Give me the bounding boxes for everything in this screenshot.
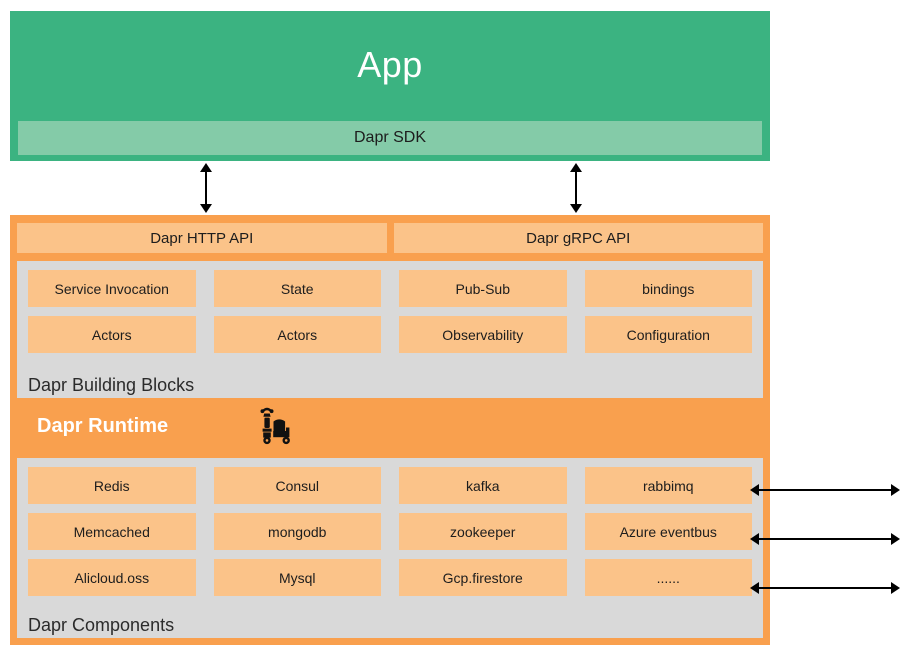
component-cell[interactable]: Redis bbox=[28, 467, 196, 504]
component-cell[interactable]: ...... bbox=[584, 559, 752, 596]
components-row: Alicloud.oss Mysql Gcp.firestore ...... bbox=[28, 559, 752, 596]
arrow-head-up-icon bbox=[200, 163, 212, 172]
component-cell[interactable]: rabbimq bbox=[584, 467, 752, 504]
component-cell[interactable]: Consul bbox=[213, 467, 381, 504]
component-cell[interactable]: Alicloud.oss bbox=[28, 559, 196, 596]
components-external-arrow-1 bbox=[750, 482, 900, 498]
building-block-cell[interactable]: Service Invocation bbox=[28, 270, 196, 307]
component-cell[interactable]: Gcp.firestore bbox=[399, 559, 567, 596]
building-block-cell[interactable]: Configuration bbox=[584, 316, 752, 353]
dapr-http-api-bar[interactable]: Dapr HTTP API bbox=[17, 223, 387, 253]
components-caption: Dapr Components bbox=[28, 615, 175, 635]
dapr-runtime-label: Dapr Runtime bbox=[37, 414, 169, 437]
app-to-http-api-arrow bbox=[198, 163, 214, 213]
arrow-shaft bbox=[758, 587, 892, 589]
app-to-grpc-api-arrow bbox=[568, 163, 584, 213]
arrow-head-up-icon bbox=[570, 163, 582, 172]
components-row: Redis Consul kafka rabbimq bbox=[28, 467, 752, 504]
dapr-panel: Dapr HTTP API Dapr gRPC API Service Invo… bbox=[10, 215, 770, 645]
arrow-head-left-icon bbox=[750, 484, 759, 496]
building-block-cell[interactable]: Actors bbox=[213, 316, 381, 353]
dapr-building-blocks-panel: Service Invocation State Pub-Sub binding… bbox=[17, 261, 763, 398]
arrow-head-left-icon bbox=[750, 533, 759, 545]
component-cell[interactable]: kafka bbox=[399, 467, 567, 504]
building-blocks-row: Actors Actors Observability Configuratio… bbox=[28, 316, 752, 353]
app-panel: App Dapr SDK bbox=[10, 11, 770, 161]
arrow-head-right-icon bbox=[891, 582, 900, 594]
arrow-shaft bbox=[758, 538, 892, 540]
dapr-scooter-sidecar-icon bbox=[260, 407, 291, 445]
building-block-cell[interactable]: Actors bbox=[28, 316, 196, 353]
building-blocks-caption: Dapr Building Blocks bbox=[28, 375, 195, 395]
arrow-head-down-icon bbox=[570, 204, 582, 213]
building-block-cell[interactable]: Pub-Sub bbox=[399, 270, 567, 307]
component-cell[interactable]: zookeeper bbox=[399, 513, 567, 550]
arrow-head-down-icon bbox=[200, 204, 212, 213]
building-block-cell[interactable]: bindings bbox=[584, 270, 752, 307]
arrow-shaft bbox=[758, 489, 892, 491]
component-cell[interactable]: Memcached bbox=[28, 513, 196, 550]
building-blocks-grid: Service Invocation State Pub-Sub binding… bbox=[28, 270, 752, 353]
component-cell[interactable]: mongodb bbox=[213, 513, 381, 550]
building-block-cell[interactable]: State bbox=[213, 270, 381, 307]
components-external-arrow-2 bbox=[750, 531, 900, 547]
building-blocks-row: Service Invocation State Pub-Sub binding… bbox=[28, 270, 752, 307]
arrow-head-left-icon bbox=[750, 582, 759, 594]
dapr-api-row: Dapr HTTP API Dapr gRPC API bbox=[17, 223, 763, 253]
app-title: App bbox=[357, 44, 423, 85]
dapr-runtime-band: Dapr Runtime bbox=[17, 400, 763, 452]
dapr-grpc-api-bar[interactable]: Dapr gRPC API bbox=[393, 223, 763, 253]
arrow-head-right-icon bbox=[891, 533, 900, 545]
component-cell[interactable]: Azure eventbus bbox=[584, 513, 752, 550]
component-cell[interactable]: Mysql bbox=[213, 559, 381, 596]
building-block-cell[interactable]: Observability bbox=[399, 316, 567, 353]
components-row: Memcached mongodb zookeeper Azure eventb… bbox=[28, 513, 752, 550]
dapr-sdk-band: Dapr SDK bbox=[18, 121, 762, 155]
arrow-shaft bbox=[575, 170, 577, 206]
components-grid: Redis Consul kafka rabbimq Memcached mon… bbox=[28, 467, 752, 596]
components-external-arrow-3 bbox=[750, 580, 900, 596]
arrow-head-right-icon bbox=[891, 484, 900, 496]
dapr-components-panel: Redis Consul kafka rabbimq Memcached mon… bbox=[17, 458, 763, 638]
arrow-shaft bbox=[205, 170, 207, 206]
